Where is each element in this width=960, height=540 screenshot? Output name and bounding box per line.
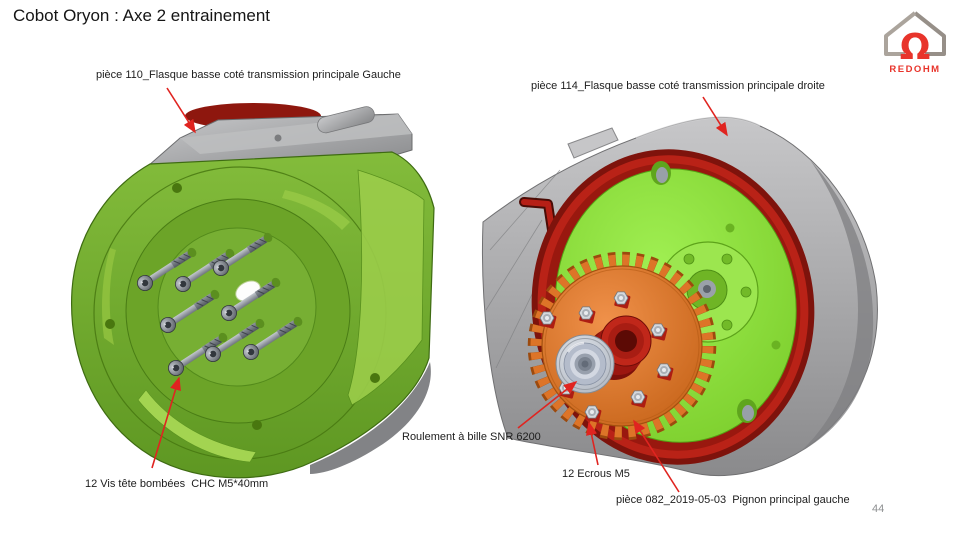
label-ecrous: 12 Ecrous M5 — [562, 468, 630, 480]
slide-title: Cobot Oryon : Axe 2 entrainement — [13, 6, 271, 25]
logo-brand-text: REDOHM — [889, 64, 940, 75]
house-icon — [884, 11, 946, 56]
disc-holes — [651, 161, 781, 423]
omega-icon: Ω — [900, 27, 931, 68]
label-piece-110: pièce 110_Flasque basse coté transmissio… — [96, 69, 401, 81]
label-vis: 12 Vis tête bombées CHC M5*40mm — [85, 478, 269, 490]
page-number: 44 — [872, 503, 885, 515]
label-piece-114: pièce 114_Flasque basse coté transmissio… — [531, 80, 825, 92]
back-plate-sliver — [310, 362, 431, 474]
left-flange-illustration — [70, 103, 435, 479]
redohm-logo: Ω REDOHM — [884, 11, 946, 75]
ball-bearing — [555, 334, 615, 394]
drum-tab — [567, 127, 619, 159]
label-piece-082: pièce 082_2019-05-03 Pignon principal ga… — [616, 494, 850, 506]
right-flange-illustration — [481, 116, 878, 476]
label-roulement: Roulement à bille SNR 6200 — [402, 431, 541, 443]
red-handle-pin — [519, 197, 557, 235]
